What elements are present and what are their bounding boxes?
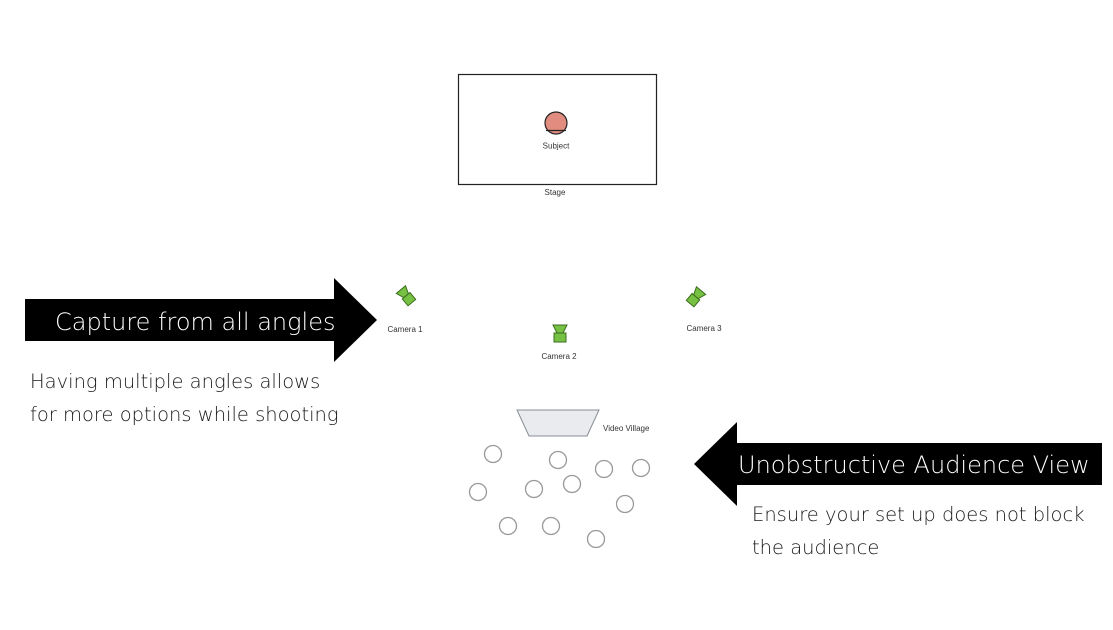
video-village-label: Video Village [603,424,650,433]
audience-seat [548,450,568,470]
left-description-line-2: for more options while shooting [30,403,339,426]
audience-seat [498,516,518,536]
camera-3-label: Camera 3 [686,324,722,333]
audience-seat [483,444,503,464]
left-callout-title: Capture from all angles [55,308,335,336]
camera-2-label: Camera 2 [541,352,577,361]
audience-seat [586,529,606,549]
right-callout-title: Unobstructive Audience View [738,451,1090,479]
left-callout-arrow [25,278,377,362]
stage-label: Stage [545,188,566,197]
left-description-line-1: Having multiple angles allows [30,370,321,393]
audience-seat [631,458,651,478]
audience-seating [468,444,651,549]
audience-seat [562,474,582,494]
right-callout-description: Ensure your set up does not block the au… [752,498,1085,564]
camera-1-icon [395,284,417,307]
audience-seat [615,494,635,514]
subject-label: Subject [543,142,570,151]
right-callout-arrow [694,422,1102,506]
audience-seat [541,516,561,536]
left-callout-description: Having multiple angles allows for more o… [30,365,339,431]
audience-seat [524,479,544,499]
camera-1-label: Camera 1 [387,325,423,334]
video-village-shape [516,409,600,437]
right-description-line-1: Ensure your set up does not block [752,503,1085,526]
audience-seat [594,459,614,479]
camera-2-icon [552,324,568,343]
subject-icon [544,111,568,135]
audience-seat [468,482,488,502]
right-description-line-2: the audience [752,536,880,559]
camera-3-icon [685,285,707,308]
